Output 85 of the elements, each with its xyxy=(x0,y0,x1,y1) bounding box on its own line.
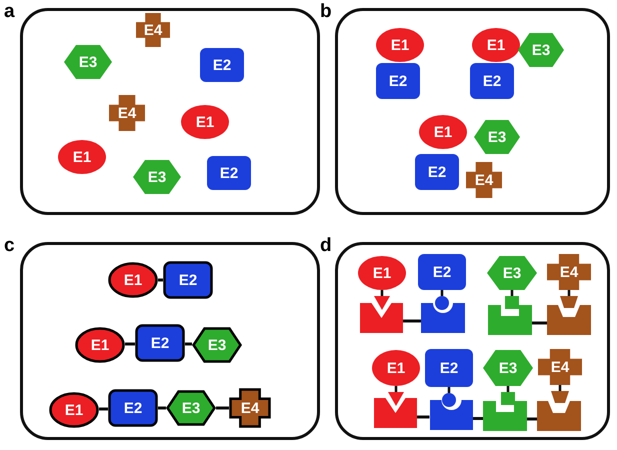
oval-node xyxy=(49,392,99,428)
hexagon-node xyxy=(166,390,216,426)
connector-line xyxy=(402,320,421,322)
element-label: E1 xyxy=(90,336,110,354)
panel-letter: a xyxy=(4,2,15,21)
oval-node xyxy=(419,115,467,149)
element-label: E3 xyxy=(502,264,522,282)
panel-letter: d xyxy=(320,236,332,255)
element-label: E4 xyxy=(474,172,494,188)
rounded-square-node xyxy=(108,389,158,427)
connector-line xyxy=(158,406,166,410)
connector-line xyxy=(99,408,108,410)
element-label: E1 xyxy=(386,360,406,376)
cross-node xyxy=(136,13,170,47)
element-label: E3 xyxy=(182,400,200,416)
keyed-rounded-square-node xyxy=(425,349,473,409)
element-label: E2 xyxy=(388,72,408,90)
hexagon-node xyxy=(474,120,520,154)
connector-line xyxy=(527,418,537,420)
keyed-rounded-square-node xyxy=(418,254,466,312)
panel-letter: c xyxy=(4,236,15,255)
element-label: E2 xyxy=(178,272,198,288)
hexagon-node xyxy=(518,33,564,67)
rounded-square-node xyxy=(376,63,420,99)
rounded-square-node xyxy=(470,63,514,99)
connector-line xyxy=(185,342,192,346)
oval-node xyxy=(58,140,106,174)
oval-node xyxy=(472,28,520,62)
cross-node xyxy=(229,388,271,428)
element-label: E1 xyxy=(72,148,92,166)
cross-node xyxy=(466,162,502,198)
oval-node xyxy=(376,28,424,62)
hexagon-node xyxy=(64,45,112,79)
keyed-hexagon-node xyxy=(487,256,537,312)
element-label: E4 xyxy=(560,264,578,280)
element-label: E3 xyxy=(488,128,506,146)
element-label: E3 xyxy=(78,54,98,70)
connector-line xyxy=(158,278,163,282)
element-label: E4 xyxy=(550,358,570,376)
element-label: E3 xyxy=(498,360,518,376)
element-label: E4 xyxy=(240,400,260,416)
panel-letter: b xyxy=(320,2,332,21)
element-label: E2 xyxy=(124,400,142,416)
element-label: E2 xyxy=(432,264,452,280)
element-label: E1 xyxy=(372,264,392,282)
connector-line xyxy=(416,416,430,418)
element-label: E2 xyxy=(212,56,232,74)
rounded-square-node xyxy=(415,154,459,190)
cross-node xyxy=(109,95,145,131)
connector-line xyxy=(125,342,135,346)
element-label: E1 xyxy=(486,36,506,54)
connector-line xyxy=(532,322,547,324)
keyed-hexagon-node xyxy=(483,350,533,408)
hexagon-node xyxy=(133,160,181,194)
element-label: E2 xyxy=(440,360,458,376)
oval-node xyxy=(75,327,125,363)
element-label: E1 xyxy=(64,402,84,418)
element-label: E2 xyxy=(428,164,446,180)
rounded-square-node xyxy=(207,156,251,190)
element-label: E1 xyxy=(390,36,410,54)
keyed-oval-node xyxy=(372,350,420,408)
element-label: E3 xyxy=(208,336,226,354)
element-label: E3 xyxy=(532,42,550,58)
rounded-square-node xyxy=(135,324,185,362)
socket-block xyxy=(488,305,532,335)
element-label: E2 xyxy=(482,72,502,90)
element-label: E1 xyxy=(434,124,452,140)
element-label: E2 xyxy=(150,334,170,352)
connector-line xyxy=(472,417,483,420)
oval-node xyxy=(108,262,158,298)
element-label: E4 xyxy=(118,104,136,122)
element-label: E1 xyxy=(196,114,214,130)
rounded-square-node xyxy=(163,261,213,299)
element-label: E4 xyxy=(144,22,162,38)
socket-block xyxy=(483,401,527,431)
element-label: E3 xyxy=(148,168,166,186)
connector-line xyxy=(216,406,229,410)
socket-block xyxy=(421,303,465,333)
element-label: E1 xyxy=(124,272,142,288)
rounded-square-node xyxy=(200,48,244,82)
hexagon-node xyxy=(192,327,242,363)
keyed-oval-node xyxy=(358,256,406,312)
oval-node xyxy=(181,105,229,139)
element-label: E2 xyxy=(220,164,238,182)
socket-block xyxy=(430,400,472,430)
